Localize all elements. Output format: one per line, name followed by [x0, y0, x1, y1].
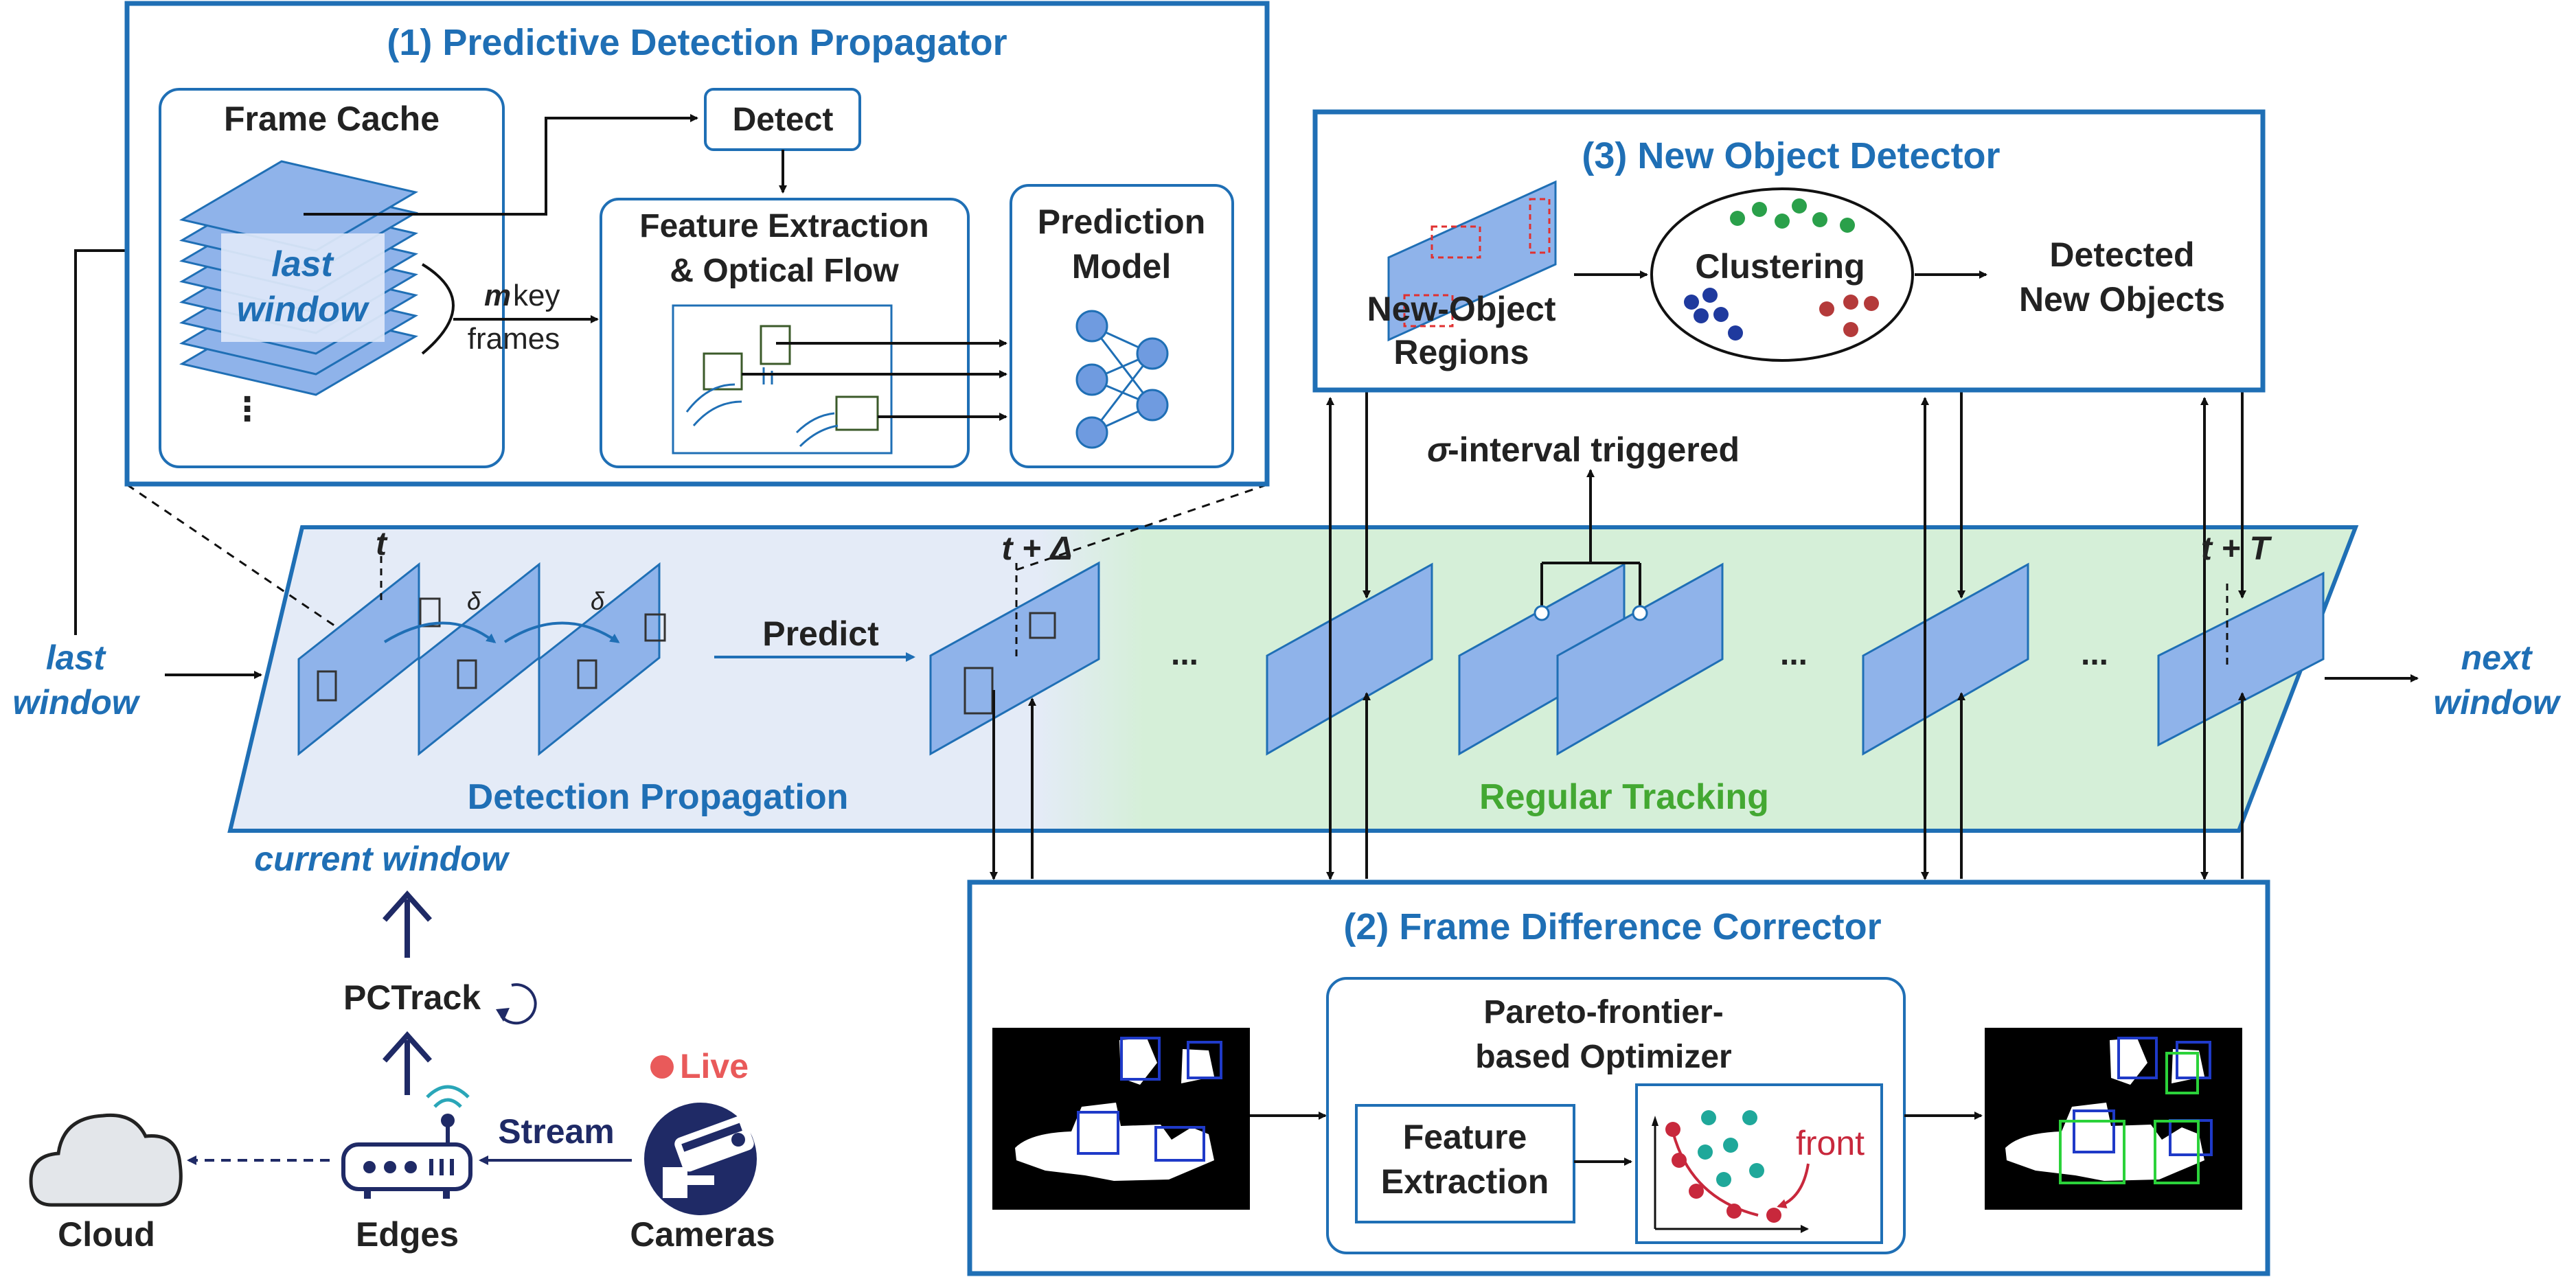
- last-window-cache-label-2: window: [237, 290, 370, 330]
- next-window-label-1: next: [2461, 638, 2533, 677]
- delta-arrow-2: [503, 621, 620, 643]
- t-T-label: t + T: [2201, 531, 2272, 567]
- sigma-bracket: [1534, 469, 1648, 621]
- detection-propagation-label: Detection Propagation: [468, 777, 849, 817]
- panel3-title: (3) New Object Detector: [1582, 135, 2000, 176]
- detected-label-2: New Objects: [2019, 280, 2225, 319]
- pareto-front-plot: [1635, 1083, 1883, 1244]
- predict-label: Predict: [762, 614, 879, 653]
- stream-label: Stream: [498, 1112, 615, 1151]
- cameras-label: Cameras: [630, 1215, 775, 1254]
- delta-arrow-1: [383, 621, 497, 643]
- last-window-label-2: window: [12, 683, 140, 722]
- detect-label: Detect: [733, 102, 834, 138]
- frame-t-plus-T: [2157, 571, 2325, 747]
- system-overview: PCTrack Cloud Edges Stream: [29, 890, 775, 1254]
- feature2-label-2: Extraction: [1381, 1162, 1549, 1201]
- prediction-model-box: [1010, 184, 1234, 468]
- pctrack-label: PCTrack: [343, 978, 481, 1017]
- frames-label: frames: [468, 322, 560, 356]
- live-label: Live: [680, 1047, 749, 1085]
- delta-label-2: δ: [591, 587, 605, 615]
- tracking-frame-2: [1862, 562, 2029, 756]
- panel1-title: (1) Predictive Detection Propagator: [387, 22, 1007, 63]
- delta-label-1: δ: [467, 587, 481, 615]
- sigma-interval-label: -interval triggered: [1448, 430, 1740, 469]
- ellipsis-3: ...: [2081, 636, 2108, 672]
- cloud-icon: [29, 1113, 183, 1207]
- regular-tracking-label: Regular Tracking: [1479, 777, 1769, 817]
- cluster-red: [1819, 295, 1879, 337]
- frame-t-plus-1: [418, 562, 540, 757]
- key-frames-brace: [421, 263, 455, 355]
- regions-label-2: Regions: [1393, 333, 1529, 371]
- feature-label-2: & Optical Flow: [670, 253, 899, 289]
- frame-t-plus-2: [538, 562, 666, 757]
- cloud-label: Cloud: [58, 1215, 155, 1254]
- t-label: t: [376, 526, 388, 562]
- detected-label-1: Detected: [2049, 235, 2194, 274]
- frame-cache-label: Frame Cache: [224, 100, 440, 138]
- zoom-line-left: [126, 483, 344, 633]
- feature-label-1: Feature Extraction: [639, 208, 928, 244]
- frame-difference-input-image: [992, 1028, 1250, 1210]
- frame-t: [297, 562, 441, 757]
- current-window-label: current window: [254, 840, 510, 878]
- prediction-label-2: Model: [1072, 247, 1171, 286]
- optimizer-label-2: based Optimizer: [1475, 1039, 1731, 1075]
- key-label: key: [513, 279, 560, 312]
- t-delta-label: t + Δ: [1002, 531, 1073, 567]
- tracking-frame-1: [1266, 562, 1433, 756]
- ellipsis-1: ...: [1171, 636, 1198, 672]
- m-variable: m: [484, 279, 511, 312]
- ellipsis-2: ...: [1780, 636, 1808, 672]
- optimizer-label-1: Pareto-frontier-: [1483, 994, 1723, 1031]
- last-window-cache-label-1: last: [271, 244, 334, 284]
- cluster-blue: [1684, 288, 1743, 341]
- panel-new-object-detector: (3) New Object Detector New-Object Regio…: [1312, 109, 2266, 393]
- edges-label: Edges: [356, 1215, 459, 1254]
- panel-predictive-detection-propagator: (1) Predictive Detection Propagator Fram…: [124, 1, 1270, 487]
- new-object-regions-frame: [1387, 180, 1557, 342]
- live-indicator-dot: [650, 1055, 674, 1079]
- next-window-label-2: window: [2433, 683, 2561, 722]
- camera-icon: [644, 1103, 757, 1215]
- edge-router-icon: [341, 1085, 472, 1199]
- cached-frames-stack: [179, 160, 419, 396]
- neural-network-icon: [1075, 310, 1169, 449]
- panel-frame-difference-corrector: (2) Frame Difference Corrector Pareto-fr…: [967, 879, 2270, 1276]
- feature-extraction-box-2: [1355, 1104, 1575, 1223]
- panel2-title: (2) Frame Difference Corrector: [1343, 906, 1881, 947]
- sigma-symbol: σ: [1427, 430, 1451, 469]
- sigma-frame-2: [1556, 562, 1724, 756]
- connector-arrows: [990, 390, 2246, 880]
- feature2-label-1: Feature: [1403, 1118, 1527, 1156]
- prediction-label-1: Prediction: [1038, 203, 1205, 241]
- last-window-label-1: last: [46, 638, 107, 677]
- regions-label-1: New-Object: [1367, 290, 1555, 328]
- refresh-cycle-icon: [500, 983, 537, 1025]
- corrected-output-image: [1985, 1028, 2242, 1210]
- clustering-label: Clustering: [1695, 247, 1865, 286]
- cluster-green: [1730, 198, 1855, 233]
- more-frames-dots: ⋮: [231, 391, 264, 428]
- cache-to-detect-arrow: [304, 114, 698, 216]
- front-label: front: [1796, 1124, 1865, 1162]
- optical-flow-illustration: [672, 304, 893, 455]
